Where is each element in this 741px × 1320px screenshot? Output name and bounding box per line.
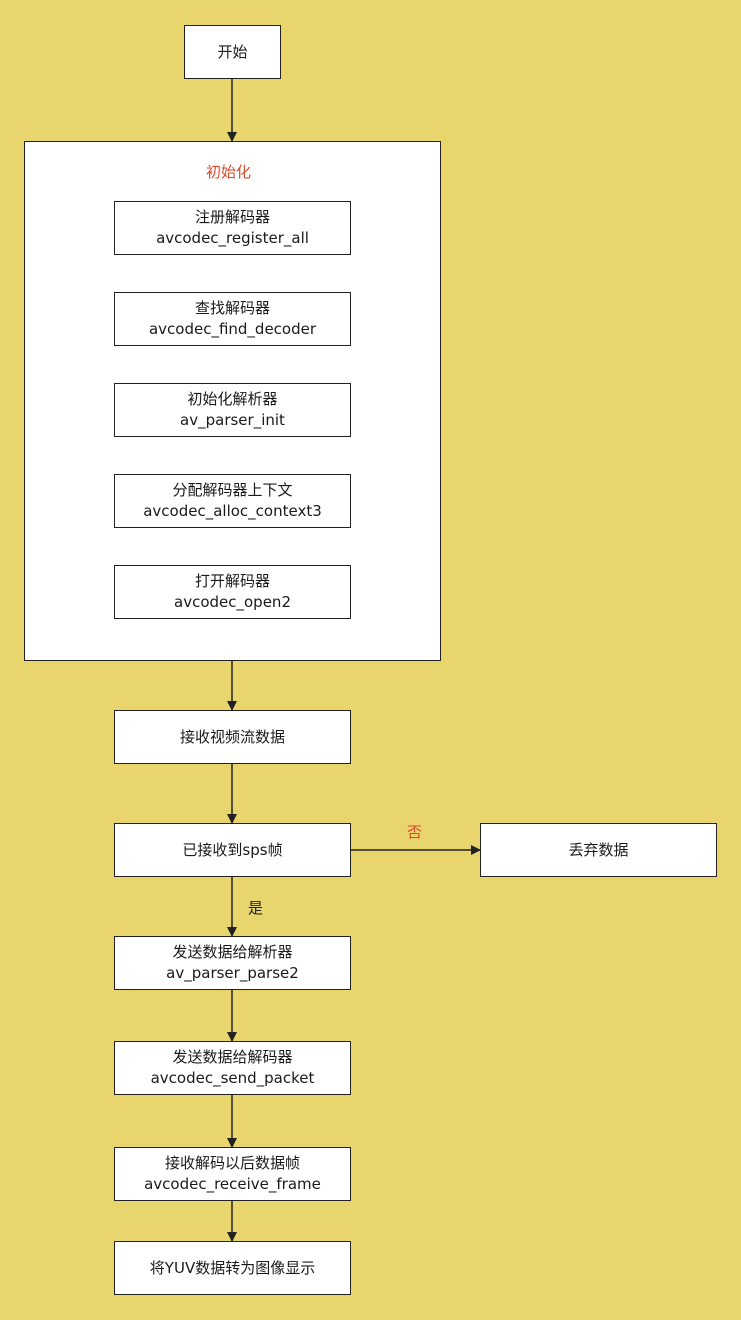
step-label-cn: 发送数据给解码器 [172,1048,293,1066]
final-display-label: 将YUV数据转为图像显示 [149,1258,316,1277]
step-label-fn: avcodec_send_packet [150,1069,315,1087]
step-label-cn: 分配解码器上下文 [172,481,293,499]
step-label-cn: 注册解码器 [194,208,270,226]
step-alloc-context: 分配解码器上下文 avcodec_alloc_context3 [114,474,351,528]
step-label-cn: 初始化解析器 [187,390,278,408]
start-node: 开始 [184,25,281,79]
decision-label: 已接收到sps帧 [182,840,283,859]
step-label-fn: av_parser_init [180,411,285,429]
step-find-decoder: 查找解码器 avcodec_find_decoder [114,292,351,346]
step-label-fn: avcodec_find_decoder [148,320,317,338]
step-label-fn: avcodec_register_all [156,229,309,247]
step-receive-frame: 接收解码以后数据帧 avcodec_receive_frame [114,1147,351,1201]
step-label-cn: 接收解码以后数据帧 [164,1154,300,1172]
step-register-decoder: 注册解码器 avcodec_register_all [114,201,351,255]
step-label-fn: av_parser_parse2 [166,964,299,982]
step-open-decoder: 打开解码器 avcodec_open2 [114,565,351,619]
step-label-cn: 打开解码器 [194,572,270,590]
final-display-node: 将YUV数据转为图像显示 [114,1241,351,1295]
step-parser-parse: 发送数据给解析器 av_parser_parse2 [114,936,351,990]
init-group-title: 初始化 [206,163,252,181]
receive-stream-node: 接收视频流数据 [114,710,351,764]
step-label-fn: avcodec_alloc_context3 [143,502,322,520]
decision-no-label: 否 [407,823,423,841]
step-label-fn: avcodec_receive_frame [144,1175,321,1193]
discard-node: 丢弃数据 [480,823,717,877]
step-label-cn: 发送数据给解析器 [172,943,293,961]
start-label: 开始 [217,42,248,61]
decision-sps-node: 已接收到sps帧 [114,823,351,877]
step-label-fn: avcodec_open2 [174,593,291,611]
discard-label: 丢弃数据 [568,840,629,859]
decision-yes-label: 是 [248,899,264,917]
step-send-packet: 发送数据给解码器 avcodec_send_packet [114,1041,351,1095]
receive-stream-label: 接收视频流数据 [179,727,285,746]
step-parser-init: 初始化解析器 av_parser_init [114,383,351,437]
step-label-cn: 查找解码器 [194,299,270,317]
